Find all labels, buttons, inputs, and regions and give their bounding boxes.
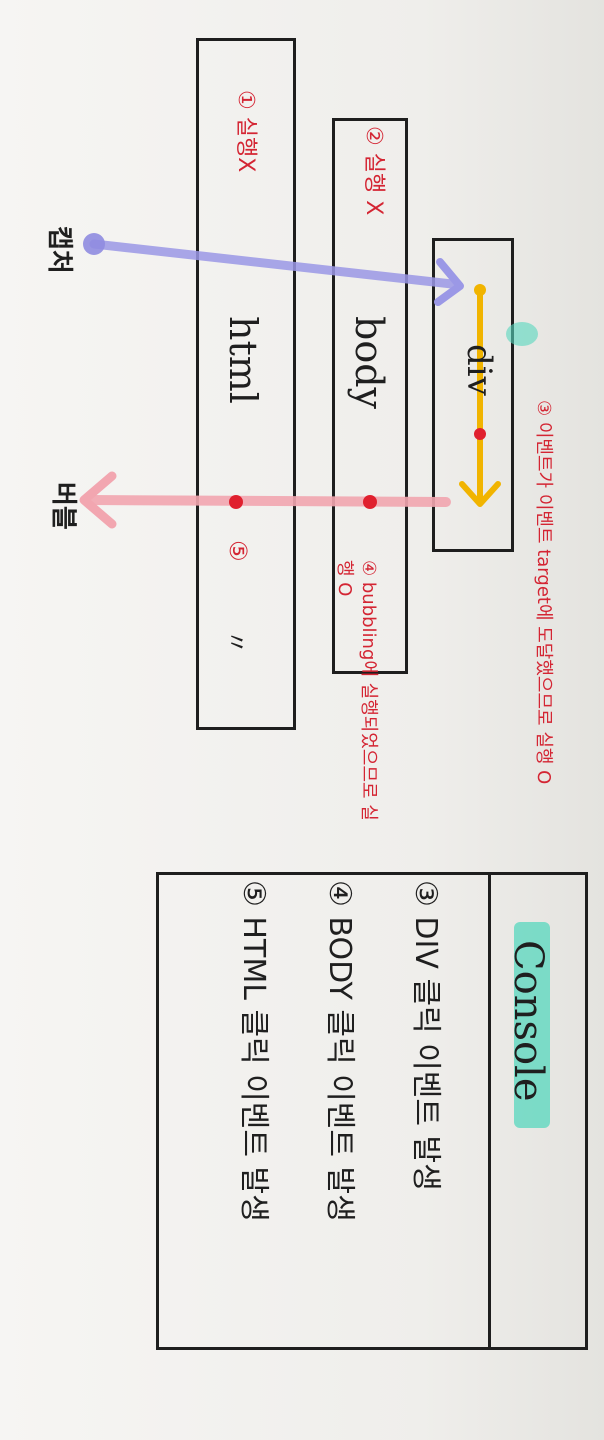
body-bubble-note: ④ bubbling에 실행되었으므로 실행 O [334, 560, 379, 821]
body-bubble-dot [363, 495, 377, 509]
capture-phase-label: 캡처 [44, 226, 74, 274]
capture-arrow-head [434, 258, 464, 306]
html-label: html [221, 316, 265, 404]
bubble-arrow-head [79, 471, 117, 529]
div-label: div [459, 344, 499, 396]
bubble-phase-label: 버블 [48, 482, 78, 530]
capture-arrow-start-dot [83, 233, 105, 255]
target-arrow-start-dot [474, 284, 486, 296]
target-arrow-head [459, 481, 501, 507]
html-capture-note: ① 실행X [233, 90, 258, 173]
div-box [432, 238, 514, 552]
console-title: Console [505, 940, 551, 1102]
html-bubble-ditto: 〃 [222, 630, 250, 654]
console-title-highlight [514, 922, 550, 1128]
console-divider [488, 872, 491, 1350]
html-bubble-note: ⑤ [224, 540, 252, 562]
capture-arrow-line [89, 239, 457, 289]
console-line-3: ⑤ HTML 클릭 이벤트 발생 [236, 880, 271, 1222]
body-capture-note: ② 실행 X [361, 126, 386, 216]
console-panel [156, 872, 588, 1350]
bubble-arrow-line [85, 495, 451, 507]
target-dot [474, 428, 486, 440]
html-bubble-dot [229, 495, 243, 509]
teal-marker-smudge [506, 322, 538, 346]
html-box [196, 38, 296, 730]
console-line-2: ④ BODY 클릭 이벤트 발생 [322, 880, 357, 1222]
console-line-1: ③ DIV 클릭 이벤트 발생 [408, 880, 443, 1191]
body-box [332, 118, 408, 674]
body-label: body [347, 316, 391, 409]
target-note: ③ 이벤트가 이벤트 target에 도달했으므로 실행 O [533, 400, 554, 785]
